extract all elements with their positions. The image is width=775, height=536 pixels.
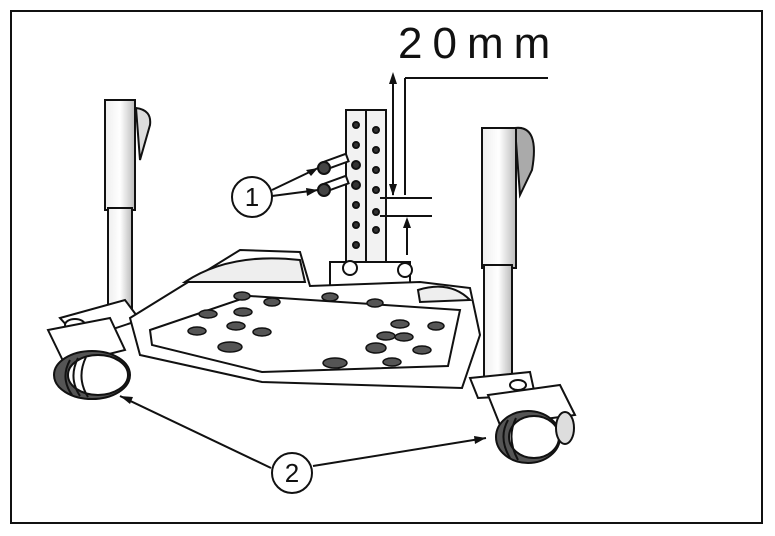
left-caster-wheel bbox=[46, 316, 131, 400]
left-leg bbox=[58, 99, 152, 342]
callout-2: 2 bbox=[271, 452, 313, 494]
bolts bbox=[317, 152, 350, 197]
dimension-label: 20mm bbox=[398, 19, 561, 68]
callout-1: 1 bbox=[231, 176, 273, 218]
height-adjust-bracket bbox=[329, 109, 413, 291]
dimension-lines bbox=[380, 77, 548, 255]
footplate bbox=[128, 248, 482, 390]
right-caster-wheel bbox=[486, 383, 577, 464]
right-leg bbox=[468, 126, 537, 400]
